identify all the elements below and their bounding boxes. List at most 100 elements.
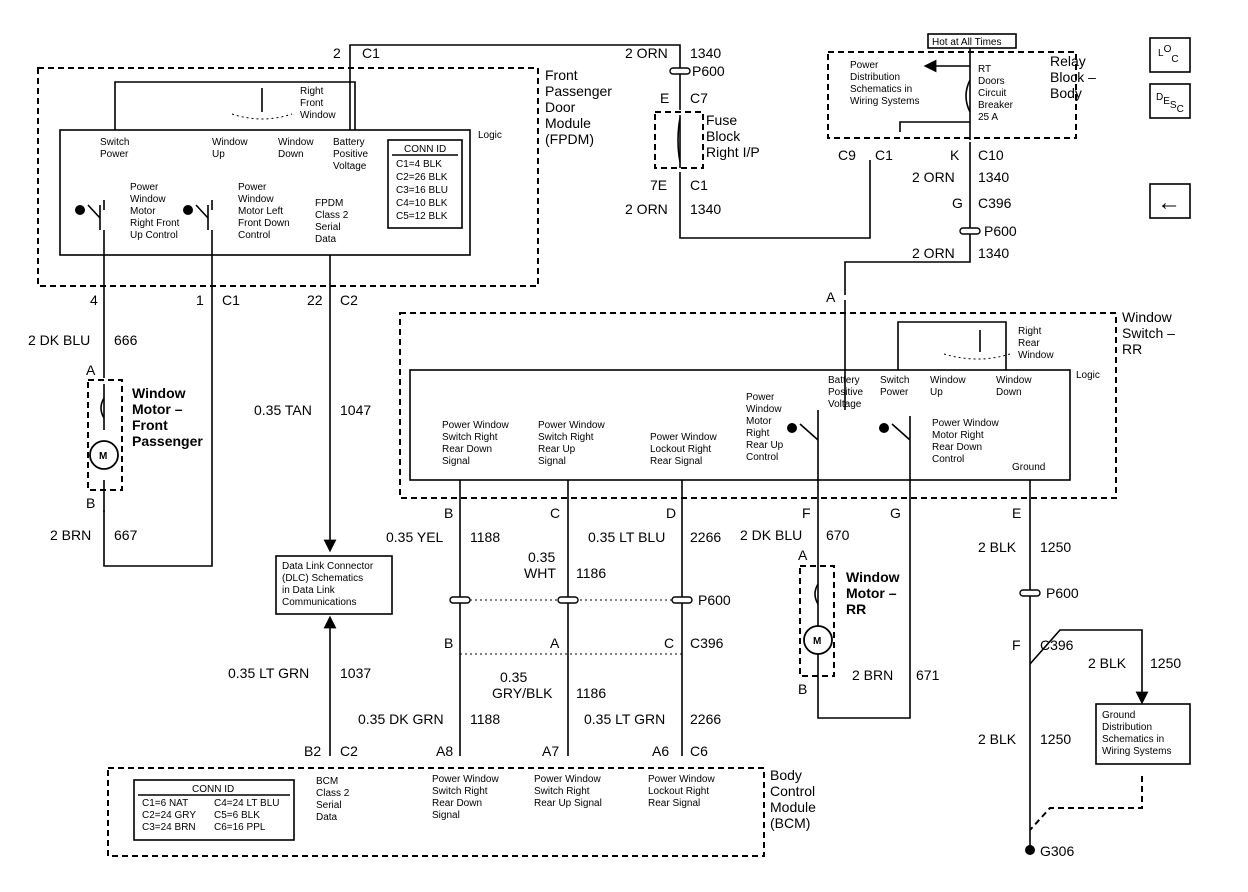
rr-up-switch-lamp [787, 423, 797, 433]
wire-brn-671-circuit: 671 [916, 667, 940, 683]
ground-g306-label: G306 [1040, 843, 1074, 859]
bcm-pin-a6: A6 [652, 743, 669, 759]
fpdm-logic-label: Logic [478, 130, 502, 141]
rr-pin-window-up: Window Up [930, 375, 968, 398]
relay-breaker-label: RT Doors Circuit Breaker 25 A [978, 64, 1016, 123]
description-button[interactable] [1149, 83, 1191, 119]
fpdm-switch-up-label: Power Window Motor Right Front Up Contro… [130, 182, 182, 241]
ground-distribution-box[interactable] [1095, 703, 1191, 765]
rr-pin-b: B [444, 505, 453, 521]
rr-sig-lockout: Power Window Lockout Right Rear Signal [650, 432, 719, 467]
bcm-conn-c6: C6 [690, 743, 708, 759]
fpdm-c1-lower: C1 [222, 292, 240, 308]
dlc-label: Data Link Connector (DLC) Schematics in … [282, 561, 376, 608]
wire-dkblu-670-circuit: 670 [826, 527, 850, 543]
motor-fp-pin-b: B [86, 495, 95, 511]
wire-ltgrn-1037-circuit: 1037 [340, 665, 371, 681]
wire-blk-1250-circuit-3: 1250 [1040, 731, 1071, 747]
motor-rr-title: Window Motor – RR [846, 569, 903, 617]
wire-ltgrn-2266-circuit: 2266 [690, 711, 721, 727]
description-button-label: DESC [1156, 92, 1184, 115]
bcm-pin-a7: A7 [542, 743, 559, 759]
hot-at-all-times: Hot at All Times [932, 37, 1001, 48]
wire-orn-3-circuit: 1340 [978, 169, 1009, 185]
p600-label-ground: P600 [1046, 585, 1079, 601]
bcm-conn-id-box [133, 779, 295, 841]
wire-dkgrn-1188-color: 0.35 DK GRN [358, 711, 444, 727]
rr-switch-down-label: Power Window Motor Right Rear Down Contr… [932, 418, 1001, 465]
bcm-sig-lockout: Power Window Lockout Right Rear Signal [648, 774, 717, 809]
wire-orn-3-color: 2 ORN [912, 169, 955, 185]
wire-yel-1188-color: 0.35 YEL [386, 529, 444, 545]
rr-pin-switch-power: Switch Power [880, 375, 912, 398]
c396-label-rr: C396 [690, 635, 724, 651]
relay-block-title: Relay Block – Body [1050, 53, 1100, 101]
location-button-label: LOC [1158, 44, 1179, 65]
dlc-box[interactable] [275, 555, 393, 615]
wire-ltgrn-1037-color: 0.35 LT GRN [228, 665, 309, 681]
fpdm-pin-4: 4 [90, 292, 98, 308]
fpdm-serial-label: FPDM Class 2 Serial Data [315, 198, 351, 245]
motor-fp-pin-a: A [86, 362, 96, 378]
bcm-dashed-border [107, 767, 765, 857]
fpdm-up-switch-lamp [75, 205, 85, 215]
wire-blk-1250-color-2: 2 BLK [1088, 655, 1127, 671]
wire-orn-2-circuit: 1340 [690, 201, 721, 217]
wire-wht-1186-circuit: 1186 [576, 565, 606, 581]
bcm-sig-up: Power Window Switch Right Rear Up Signal [534, 774, 603, 809]
wire-brn-667-circuit: 667 [114, 527, 138, 543]
rr-switch-logic-box [409, 369, 1071, 481]
rr-pin-e: E [1012, 505, 1021, 521]
fpdm-c2: C2 [340, 292, 358, 308]
motor-rr-m: M [813, 636, 821, 647]
bcm-pin-b2: B2 [304, 743, 321, 759]
wire-ltblu-2266-color: 0.35 LT BLU [588, 529, 665, 545]
wire-wht-line2: WHT [524, 565, 556, 581]
motor-rr-box [799, 565, 835, 677]
fpdm-pin-window-up: Window Up [212, 137, 250, 160]
bcm-title: Body Control Module (BCM) [770, 767, 820, 831]
fpdm-switch-down-label: Power Window Motor Left Front Down Contr… [238, 182, 292, 241]
fpdm-title: Front Passenger Door Module (FPDM) [545, 67, 616, 147]
fuse-block-dashed [654, 111, 704, 169]
p600-splice-mid [959, 227, 981, 235]
wire-yel-1188-circuit: 1188 [470, 529, 500, 545]
fuse-7e-pin: 7E [650, 177, 667, 193]
fuse-c7-conn: C7 [690, 90, 708, 106]
relay-c10-conn: C10 [978, 147, 1004, 163]
relay-power-ref: Power Distribution Schematics in Wiring … [850, 60, 919, 107]
bcm-conn-id-left: C1=6 NAT C2=24 GRY C3=24 BRN [142, 798, 199, 833]
rr-sig-rear-up: Power Window Switch Right Rear Up Signal [538, 420, 607, 467]
wire-ltblu-2266-circuit: 2266 [690, 529, 721, 545]
wire-gry-line1: 0.35 [500, 669, 527, 685]
back-arrow-icon: ← [1157, 189, 1181, 216]
wire-tan-1047-circuit: 1047 [340, 402, 371, 418]
back-button[interactable] [1149, 183, 1191, 219]
wire-gry-line2: GRY/BLK [492, 685, 553, 701]
ground-c396: C396 [1040, 637, 1074, 653]
p600-label-mid: P600 [984, 223, 1017, 239]
motor-rr-pin-b: B [798, 681, 807, 697]
ground-g306-symbol [1025, 845, 1035, 855]
ground-f-pin: F [1012, 637, 1021, 653]
fpdm-logic-box [59, 129, 471, 256]
motor-fp-symbol [89, 440, 119, 470]
motor-fp-m: M [99, 451, 107, 462]
c396-pin-c: C [664, 635, 674, 651]
rr-pin-window-down: Window Down [996, 375, 1034, 398]
bcm-conn-id-right: C4=24 LT BLU C5=6 BLK C6=16 PPL [214, 798, 282, 833]
right-front-window-label: Right Front Window [300, 86, 336, 121]
wire-brn-671-color: 2 BRN [852, 667, 893, 683]
motor-rr-symbol [803, 625, 833, 655]
c396-pin-a: A [550, 635, 560, 651]
bcm-pin-a8: A8 [436, 743, 453, 759]
p600-label-rr: P600 [698, 592, 731, 608]
relay-c9-pin: C9 [838, 147, 856, 163]
fuse-block-title: Fuse Block Right I/P [706, 112, 760, 160]
rr-ground-label: Ground [1012, 462, 1045, 473]
wire-blk-1250-circuit-1: 1250 [1040, 539, 1071, 555]
wire-dkblu-666-color: 2 DK BLU [28, 332, 90, 348]
relay-k-pin: K [950, 147, 960, 163]
location-button[interactable] [1149, 37, 1191, 73]
fuse-e-pin: E [660, 90, 669, 106]
